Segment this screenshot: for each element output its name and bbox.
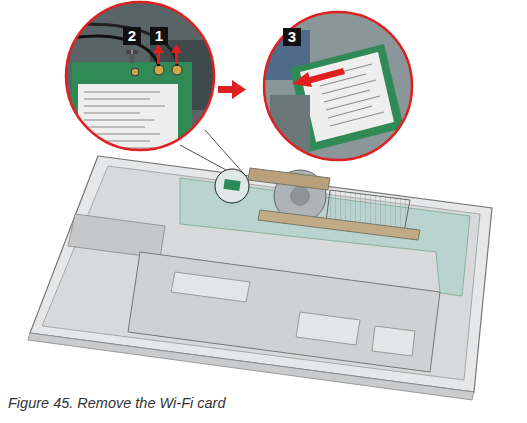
transition-arrow xyxy=(218,80,246,99)
screw xyxy=(126,50,138,63)
inset-left xyxy=(60,0,230,172)
callout-number: 2 xyxy=(123,27,141,45)
cooling xyxy=(248,168,420,240)
callout-number: 3 xyxy=(283,28,301,46)
battery xyxy=(128,252,440,372)
ssd xyxy=(68,214,165,258)
figure-caption: Figure 45. Remove the Wi-Fi card xyxy=(8,395,225,411)
lift-arrows xyxy=(153,44,182,64)
laptop-base xyxy=(28,156,492,400)
inset-right xyxy=(260,0,420,170)
slide-arrow xyxy=(292,68,345,87)
wifi-highlight xyxy=(215,169,249,203)
callout-number: 1 xyxy=(150,27,168,45)
